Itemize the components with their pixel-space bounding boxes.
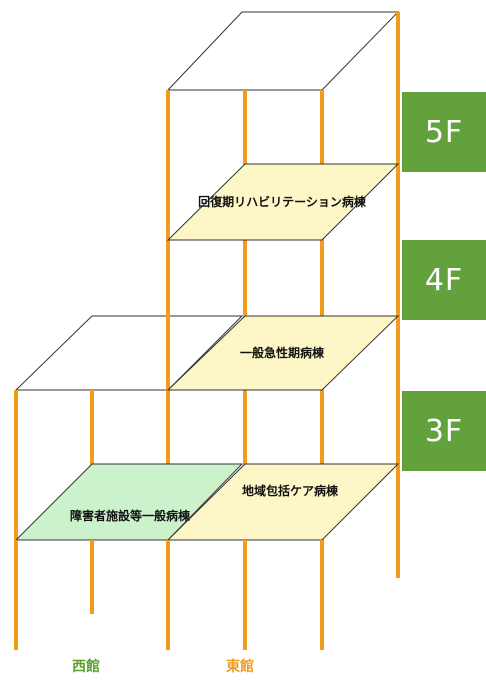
east-5f-floor-plate [166,163,400,241]
floor-badge-5f-label: 5F [424,114,464,150]
east-roof-outline [166,11,400,91]
floor-badge-4f: 4F [402,240,486,320]
floor-badge-3f-label: 3F [424,413,464,449]
west-roof-outline [14,315,244,391]
building-label-west: 西館 [72,659,100,675]
floor-badge-4f-label: 4F [424,262,464,298]
ward-label-east-4f: 一般急性期病棟 [240,345,325,360]
ward-label-west-3f: 障害者施設等一般病棟 [70,508,191,523]
east-3f-floor-plate [166,463,400,541]
floor-badge-3f: 3F [402,391,486,471]
ward-label-east-3f: 地域包括ケア病棟 [242,483,339,498]
building-label-east: 東館 [226,659,254,675]
floor-badge-5f: 5F [402,92,486,172]
ward-label-east-5f: 回復期リハビリテーション病棟 [198,194,367,209]
west-3f-floor-plate [14,463,244,541]
east-4f-floor-plate [166,315,400,391]
